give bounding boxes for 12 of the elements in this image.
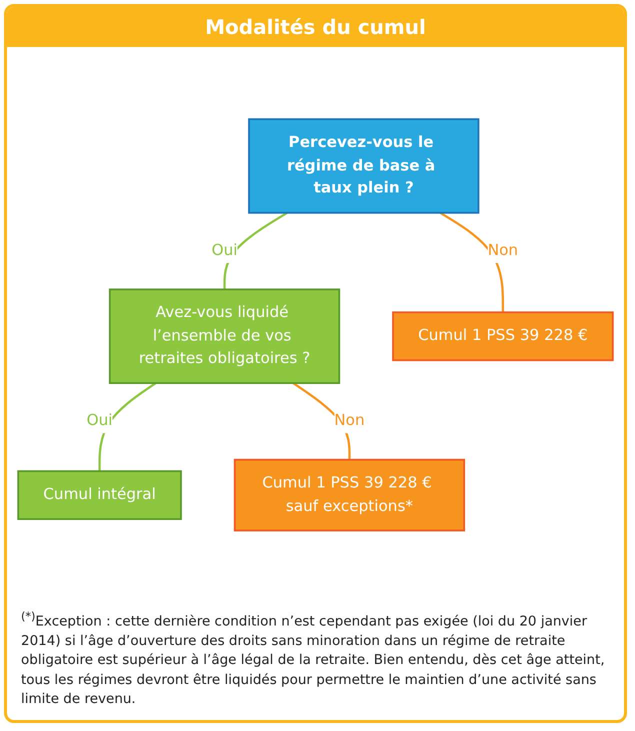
edge-label: Oui bbox=[212, 242, 238, 260]
node-box: Cumul intégral bbox=[17, 470, 182, 520]
node-box: Percevez-vous le régime de base à taux plein ? bbox=[248, 118, 480, 214]
node-box: Cumul 1 PSS 39 228 € bbox=[392, 311, 614, 362]
edge-label: Oui bbox=[86, 412, 113, 430]
edge-label: Non bbox=[334, 412, 365, 430]
node-box: Avez-vous liquidé l’ensemble de vos retraites obligatoires ? bbox=[108, 288, 340, 384]
connector bbox=[440, 212, 504, 312]
node-box: Cumul 1 PSS 39 228 € sauf exceptions* bbox=[234, 458, 466, 532]
footnote: $^{(*)}$Exception : cette dernière condition n’est cependant pas exigée (loi du 20 janvier 2014) si l’âge d’ouverture des droits sans minoration dans un régime de retraite obligatoire est supérieur à l’âge légal de la retraite. Bien entendu, dès cet âge atteint, tous les régimes devront être liquidés pour permettre le maintien d’une activité sans limite de revenu. bbox=[20, 608, 606, 710]
edge-label: Non bbox=[488, 242, 518, 260]
title-banner: Modalités du cumul bbox=[7, 7, 624, 47]
